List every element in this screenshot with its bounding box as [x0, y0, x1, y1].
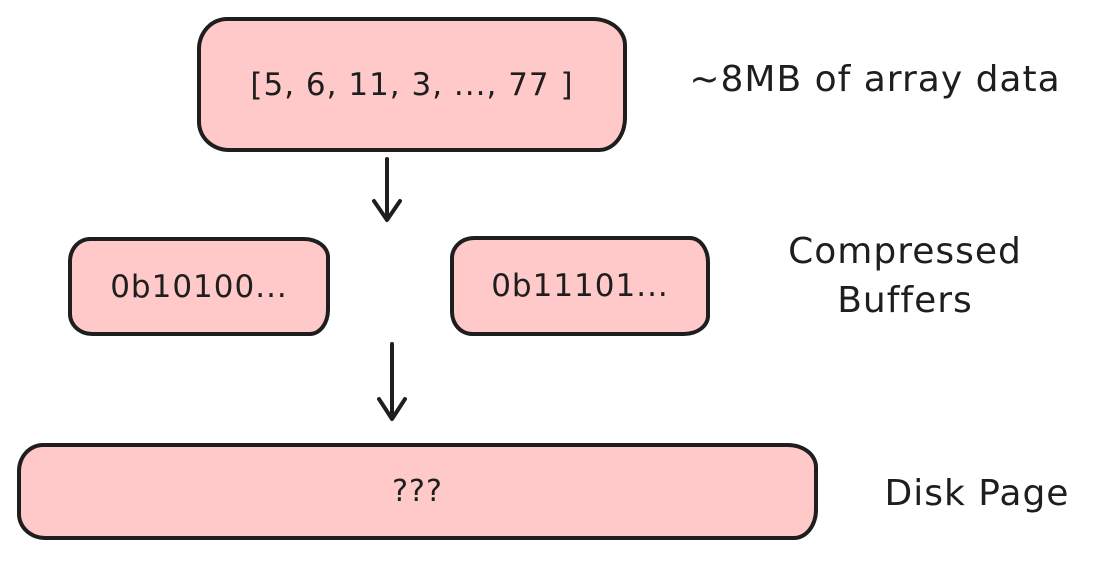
compressed-buffers-label-line1: Compressed: [788, 231, 1022, 272]
compressed-buffer-1-node: 0b10100...: [68, 237, 330, 336]
down-arrow-icon: [372, 157, 402, 222]
disk-page-label: Disk Page: [884, 473, 1070, 514]
compressed-buffer-2-text: 0b11101...: [491, 268, 669, 304]
down-arrow-icon: [377, 342, 407, 421]
compressed-buffers-label-line2: Buffers: [837, 279, 973, 321]
disk-page-text: ???: [392, 474, 443, 509]
array-size-label: ~8MB of array data: [689, 59, 1061, 100]
array-data-node: [5, 6, 11, 3, ..., 77 ]: [197, 17, 627, 152]
compressed-buffer-1-text: 0b10100...: [110, 268, 288, 305]
compressed-buffer-2-node: 0b11101...: [450, 236, 710, 336]
array-data-text: [5, 6, 11, 3, ..., 77 ]: [250, 66, 574, 103]
disk-page-node: ???: [17, 443, 818, 540]
compressed-buffers-label: Compressed Buffers: [765, 228, 1045, 325]
